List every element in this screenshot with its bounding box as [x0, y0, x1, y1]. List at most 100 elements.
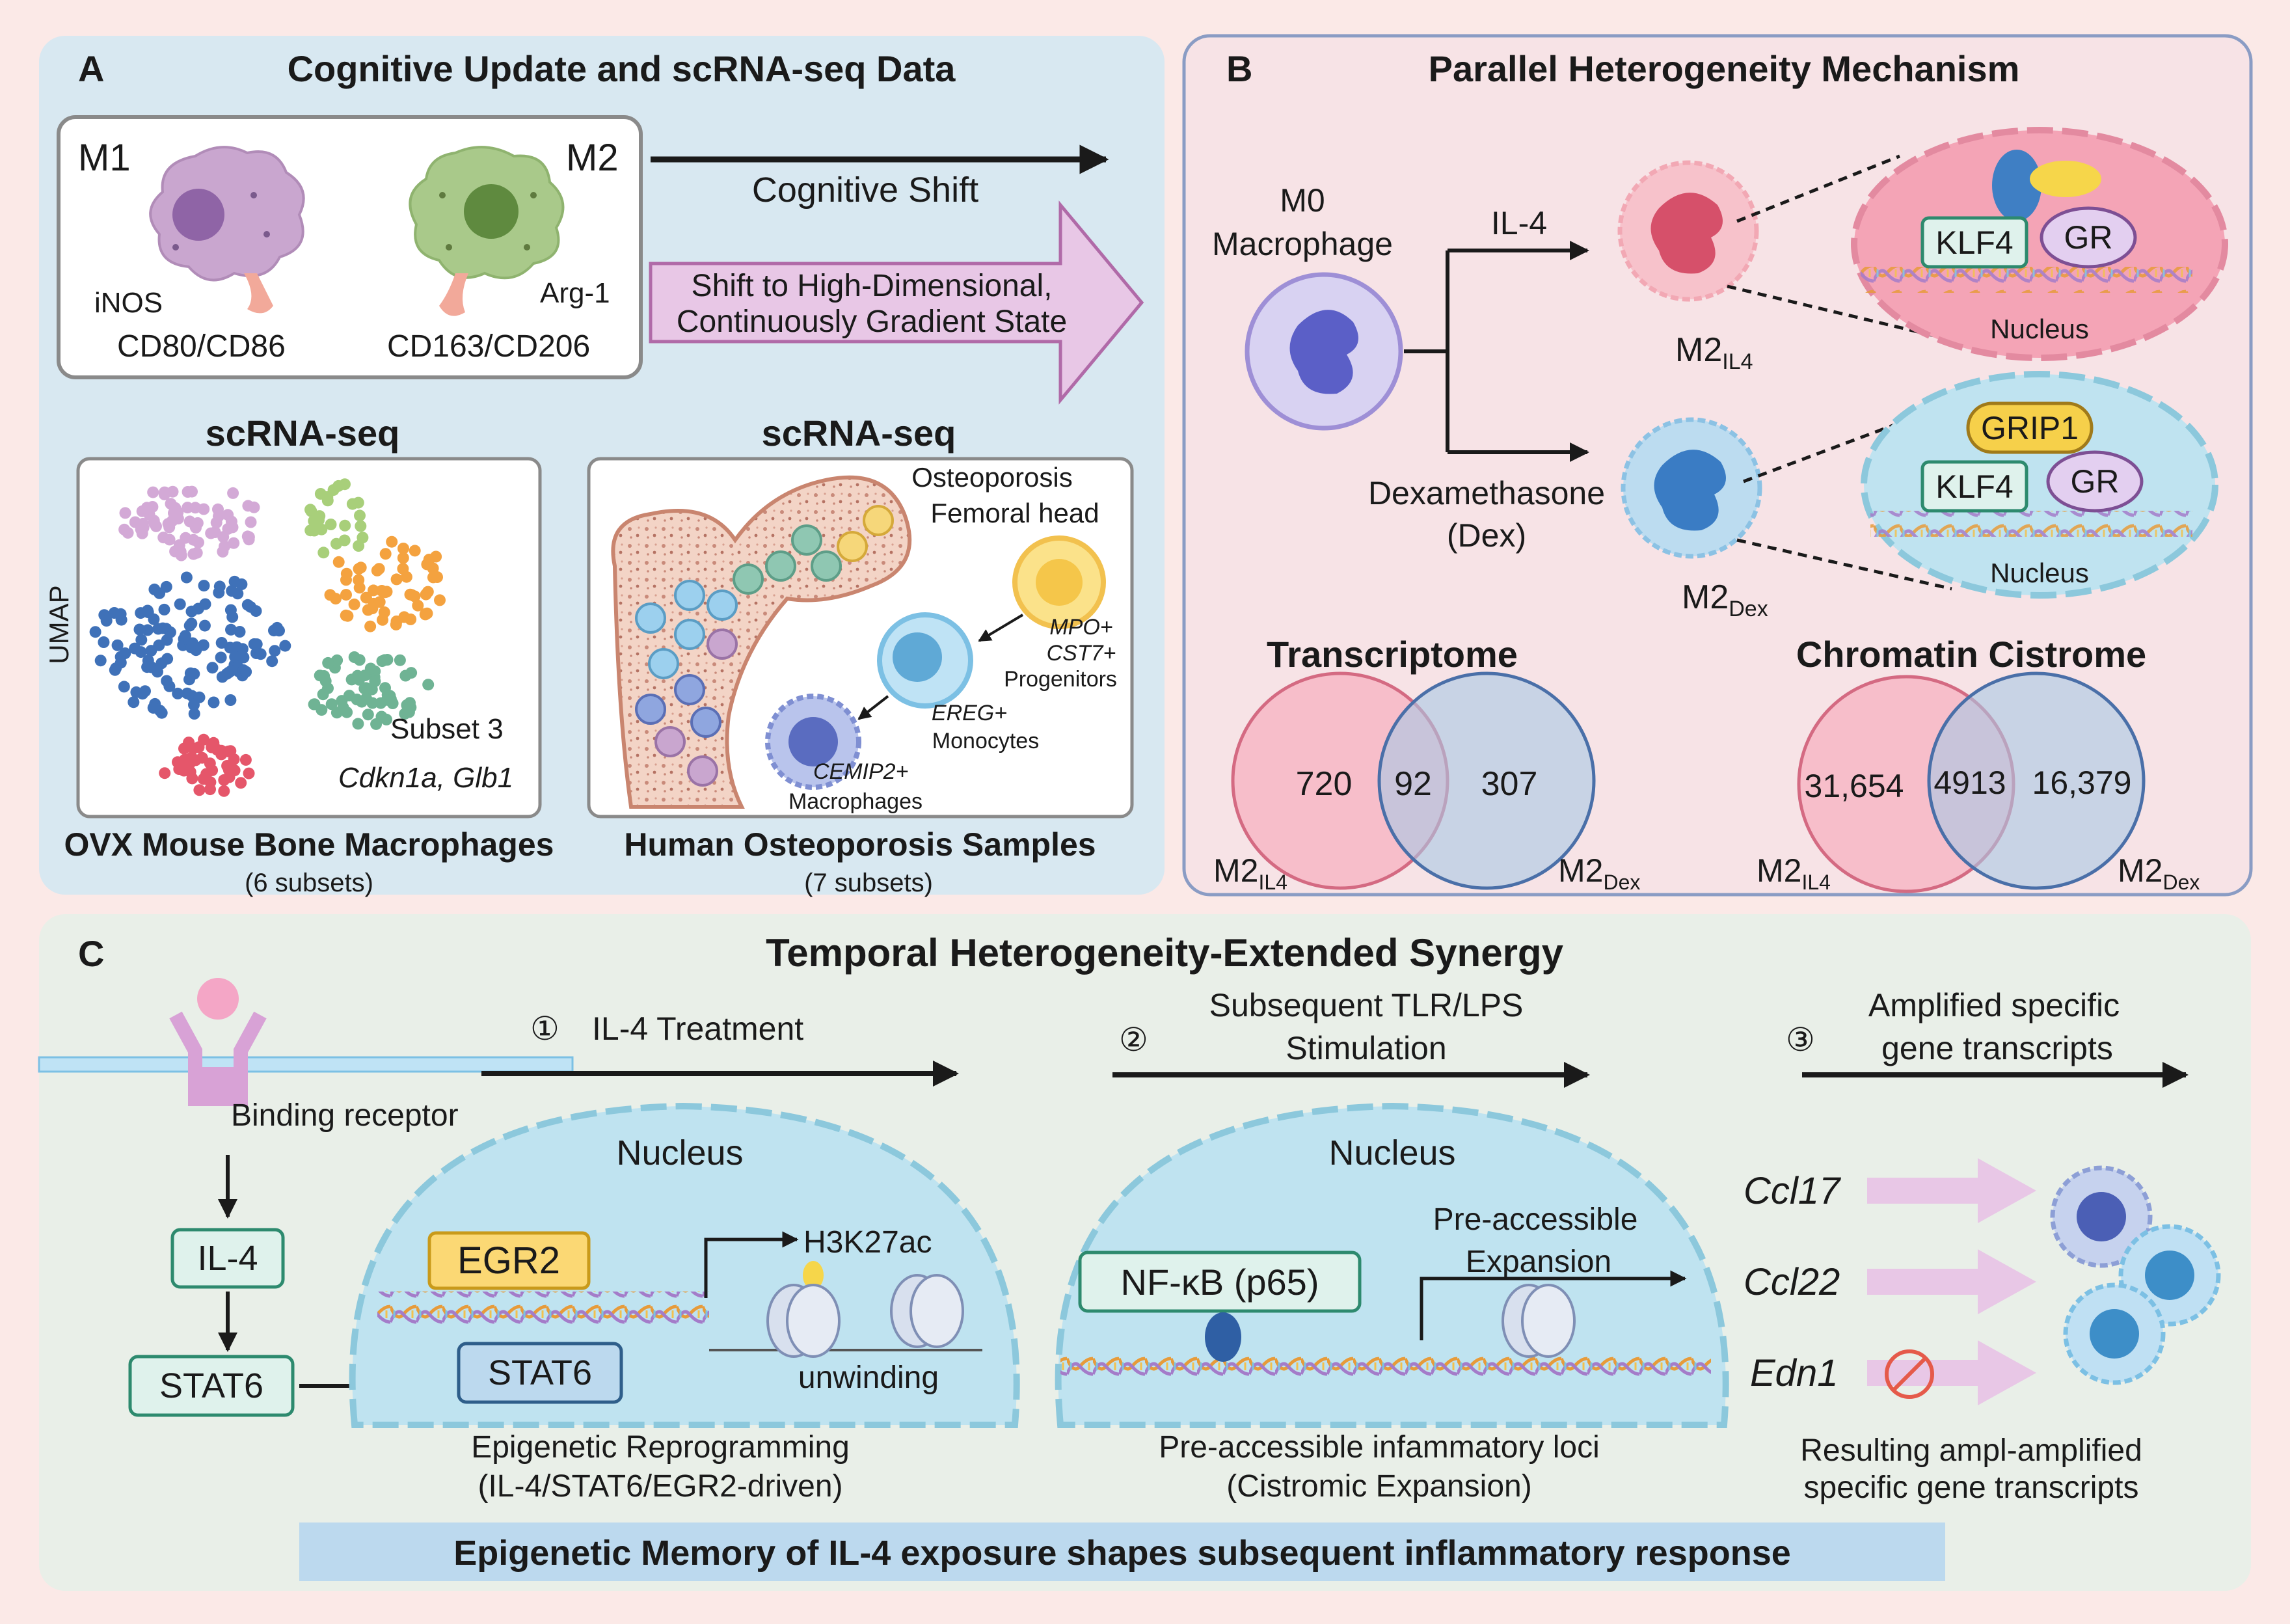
- nucleosome-icon-3: [1502, 1284, 1576, 1358]
- m2-dex-subscript: Dex: [1729, 597, 1768, 621]
- amplified-cells-icon: [2050, 1165, 2221, 1385]
- umap-point: [158, 603, 170, 616]
- umap-point: [318, 670, 330, 682]
- stat6-signal-label: STAT6: [159, 1366, 263, 1405]
- umap-point: [273, 625, 285, 637]
- umap-point: [119, 647, 131, 659]
- m0-macrophage-icon: [1245, 272, 1403, 431]
- umap-point: [118, 681, 130, 693]
- stat6-signal-box: [128, 1355, 295, 1417]
- step-3-line-2: gene transcripts: [1881, 1030, 2113, 1066]
- caption-1-line-2: (IL-4/STAT6/EGR2-driven): [478, 1469, 842, 1504]
- umap-point: [313, 514, 325, 526]
- panel-c: C Temporal Heterogeneity-Extended Synerg…: [38, 914, 2251, 1591]
- umap-point: [215, 651, 227, 664]
- umap-point: [173, 539, 185, 551]
- umap-point: [205, 527, 217, 539]
- umap-point: [353, 540, 365, 552]
- umap-point: [346, 498, 358, 510]
- umap-point: [337, 701, 349, 714]
- gene-2-arrow: [1867, 1249, 2036, 1314]
- umap-point: [308, 698, 320, 710]
- step-2-number: ②: [1119, 1022, 1148, 1058]
- umap-point: [148, 517, 161, 530]
- m2-dex-label: M2Dex: [1682, 578, 1768, 621]
- monocyte-to-macrophage-arrow: [857, 695, 889, 720]
- umap-point: [379, 548, 392, 560]
- transcriptome-dex-only: 307: [1481, 765, 1538, 803]
- m2-label: M2: [566, 137, 619, 179]
- progenitor-label: Progenitors: [1004, 667, 1117, 692]
- umap-point: [254, 648, 267, 660]
- monocyte-gene: EREG+: [932, 701, 1007, 725]
- umap-point: [189, 754, 202, 766]
- umap-point: [193, 784, 206, 796]
- umap-point: [154, 587, 166, 599]
- cistrome-m2-dex-label: M2Dex: [2118, 852, 2200, 894]
- umap-point: [172, 756, 183, 768]
- mouse-subset-genes: Cdkn1a, Glb1: [338, 762, 513, 794]
- umap-point: [405, 701, 417, 714]
- umap-point: [174, 598, 186, 610]
- umap-point: [369, 675, 381, 688]
- umap-point: [185, 605, 198, 617]
- umap-point: [109, 664, 121, 676]
- transcriptome-m2-il4-base: M2: [1213, 852, 1258, 889]
- umap-point: [340, 574, 352, 586]
- panel-a-title: Cognitive Update and scRNA-seq Data: [288, 48, 956, 89]
- umap-point: [147, 486, 159, 498]
- h3k27ac-label: H3K27ac: [803, 1225, 932, 1260]
- caption-3-line-2: specific gene transcripts: [1804, 1470, 2139, 1505]
- umap-point: [204, 757, 216, 770]
- step-3-line-1: Amplified specific: [1868, 987, 2120, 1023]
- umap-point: [193, 691, 206, 703]
- umap-point: [317, 547, 330, 559]
- nfkb-label: NF-κB (p65): [1121, 1262, 1319, 1303]
- il4-zoom-lines: [1727, 154, 1946, 340]
- human-subset-count: (7 subsets): [804, 869, 933, 897]
- umap-point: [373, 563, 385, 575]
- umap-point: [228, 537, 240, 549]
- il4-nucleus-label: Nucleus: [1990, 314, 2089, 344]
- umap-point: [187, 742, 199, 755]
- macrophage-gene: CEMIP2+: [813, 759, 908, 784]
- umap-point: [353, 574, 365, 586]
- umap-point: [332, 480, 345, 492]
- umap-point: [343, 690, 355, 702]
- umap-point: [215, 637, 228, 649]
- umap-point: [135, 646, 147, 658]
- umap-point: [242, 500, 254, 512]
- umap-point: [187, 637, 199, 649]
- m2-il4-subscript: IL4: [1722, 349, 1753, 374]
- umap-point: [100, 615, 113, 627]
- umap-point: [98, 636, 110, 648]
- mouse-subset-count: (6 subsets): [245, 869, 373, 897]
- il4-gr-icon: [2040, 206, 2137, 269]
- dex-zoom-lines: [1736, 421, 1952, 591]
- m2-il4-label: M2IL4: [1675, 331, 1753, 374]
- m2-marker: Arg-1: [540, 277, 610, 309]
- umap-point: [330, 593, 342, 605]
- cistrome-dex-only: 16,379: [2032, 765, 2132, 801]
- umap-point: [375, 697, 387, 709]
- umap-point: [210, 517, 222, 529]
- stat6-nuclear-box: [457, 1342, 623, 1404]
- human-scrna-header: scRNA-seq: [762, 413, 956, 453]
- dex-nucleus-label: Nucleus: [1990, 558, 2089, 588]
- nucleus-1-label: Nucleus: [616, 1133, 743, 1172]
- step-3-number: ③: [1786, 1022, 1815, 1058]
- umap-point: [137, 517, 149, 530]
- umap-point: [366, 602, 379, 615]
- umap-point: [229, 651, 241, 663]
- panel-b-letter: B: [1226, 48, 1252, 89]
- umap-point: [394, 654, 406, 666]
- m1-label: M1: [78, 137, 131, 179]
- umap-point: [152, 666, 163, 678]
- umap-point: [198, 619, 211, 632]
- umap-point: [241, 599, 254, 611]
- umap-point: [94, 655, 107, 667]
- umap-point: [198, 580, 210, 592]
- cistrome-m2-il4-sub: IL4: [1801, 871, 1830, 894]
- umap-point: [155, 707, 168, 719]
- human-caption: Human Osteoporosis Samples: [624, 826, 1096, 863]
